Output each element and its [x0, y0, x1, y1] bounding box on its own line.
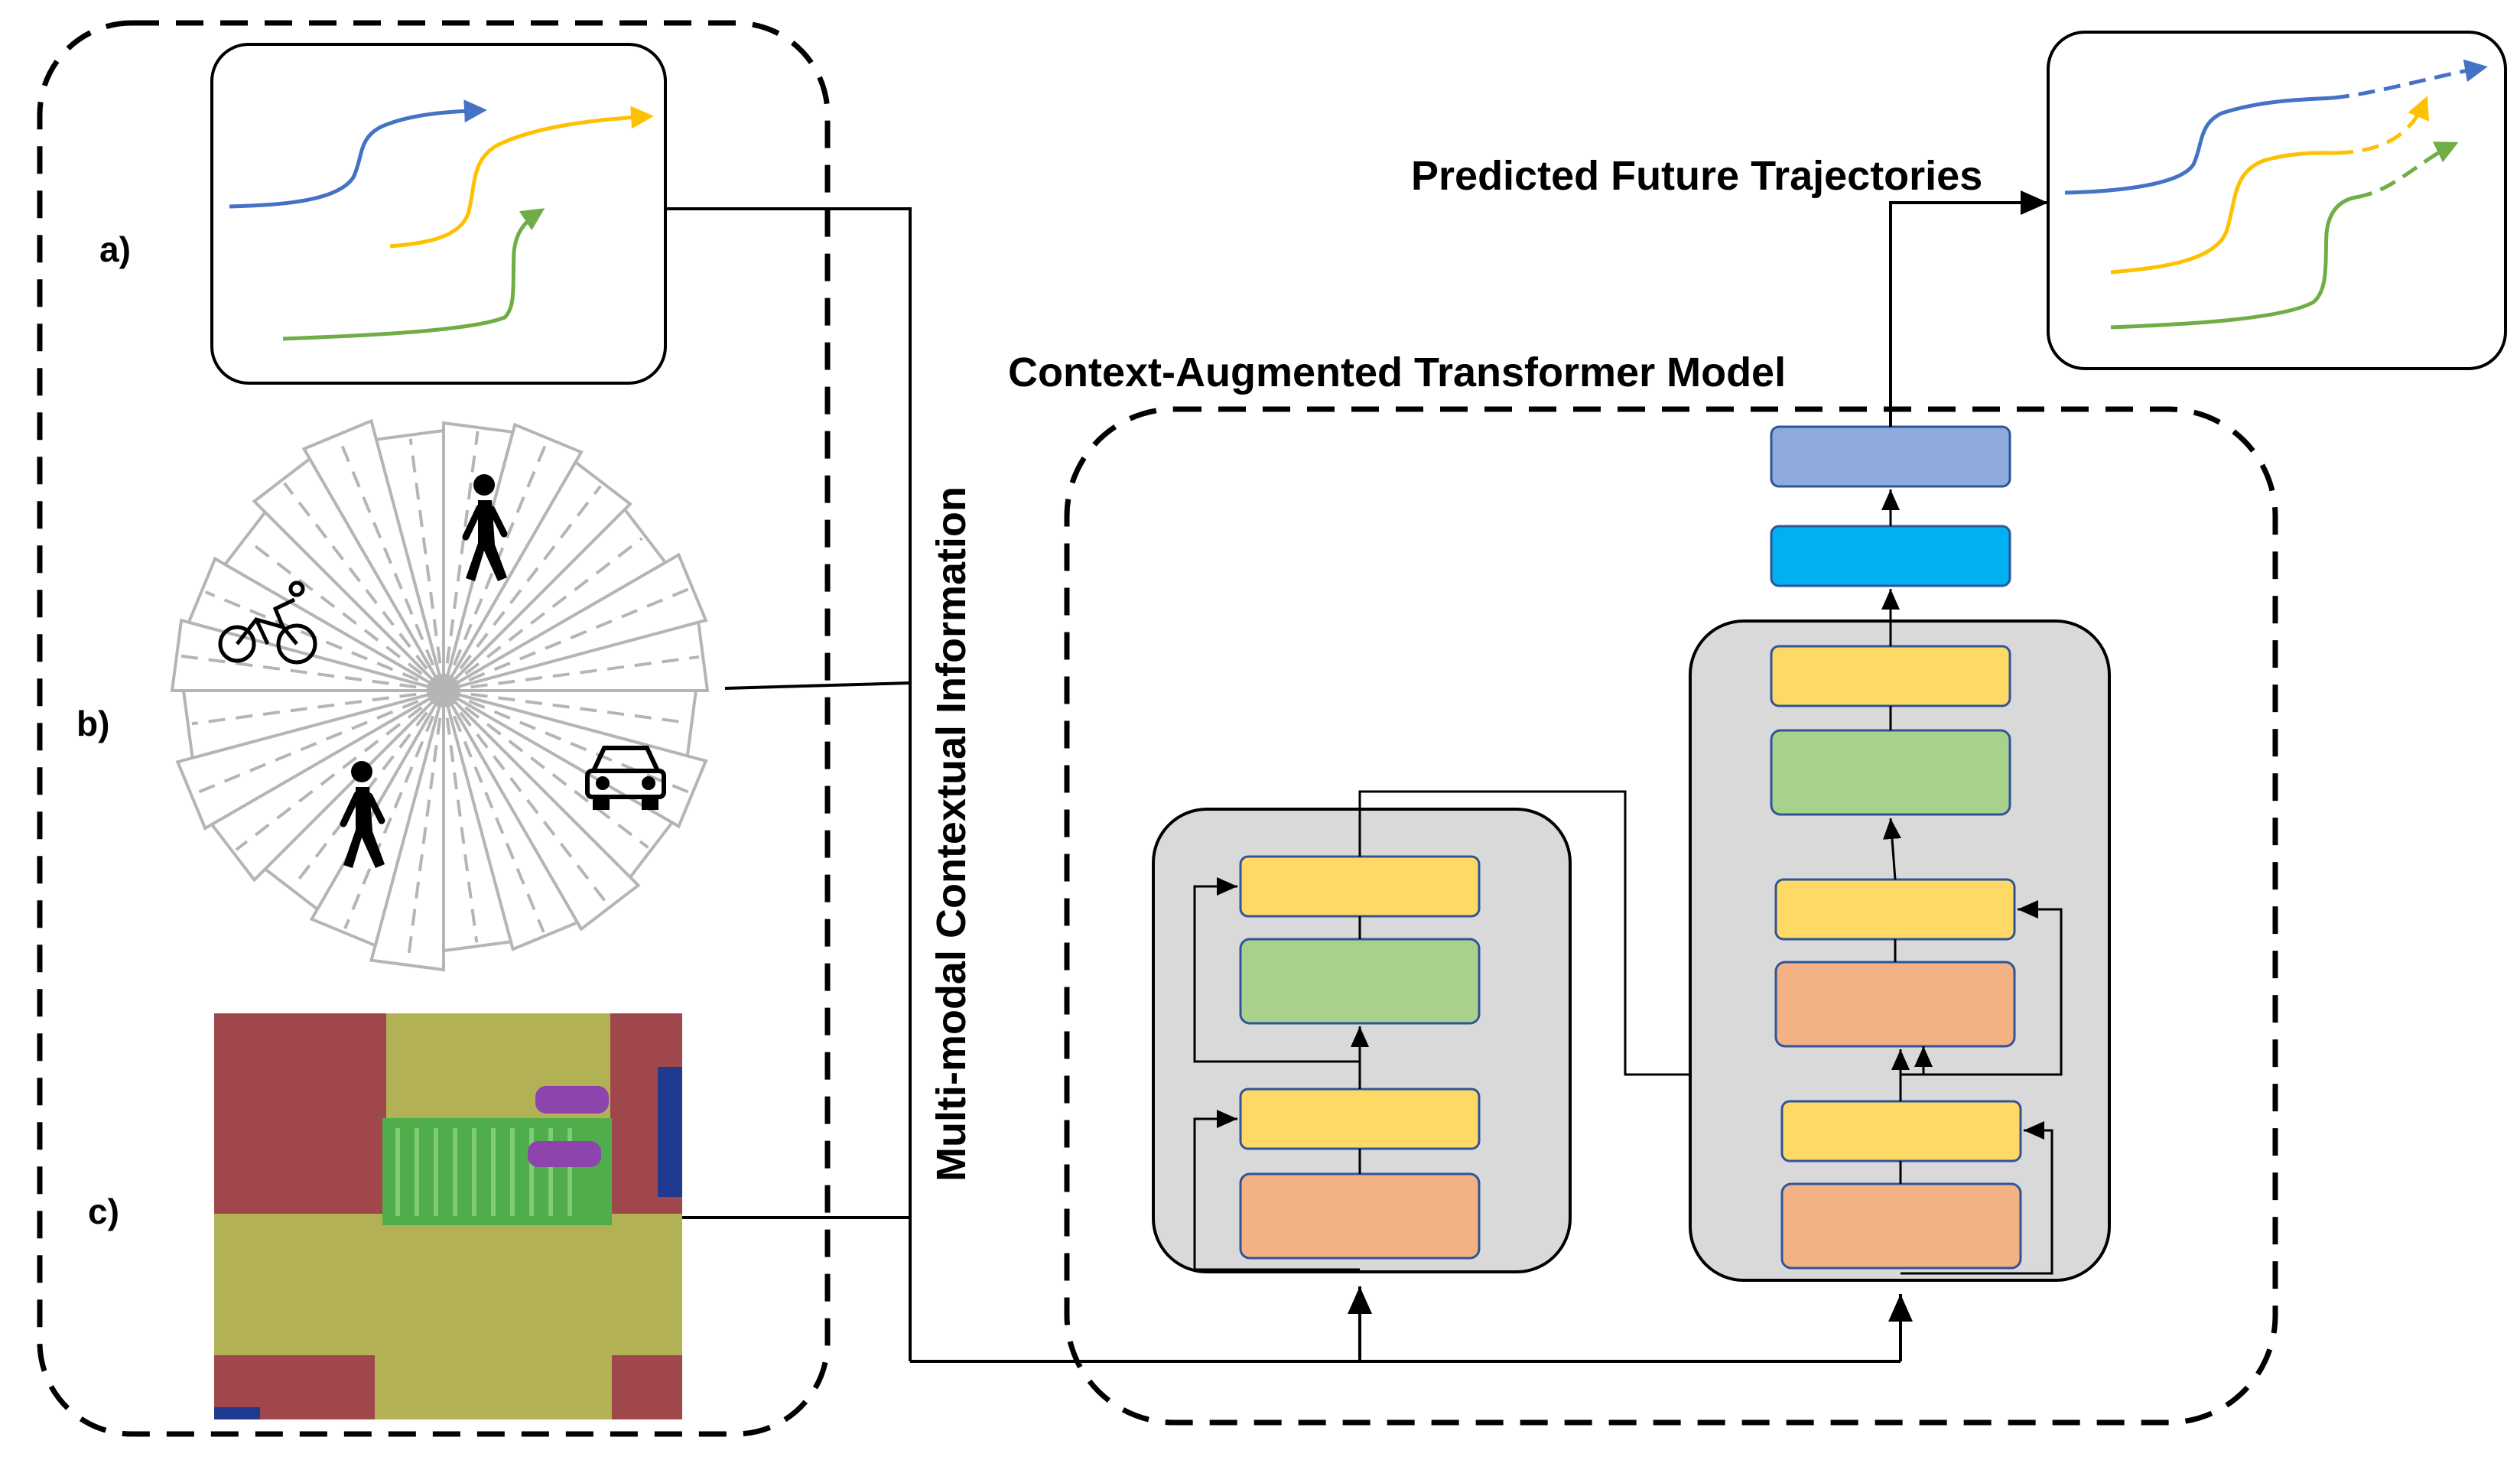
semantic-map: [214, 1013, 682, 1419]
decoder-stack: [1689, 619, 2111, 1282]
polar-divider: [442, 690, 545, 933]
decoder-cross-attention: [1774, 961, 2016, 1048]
polar-divider: [180, 654, 444, 692]
predicted-panel: [2047, 31, 2507, 370]
output-arrow: [1889, 190, 2048, 427]
label-a: a): [99, 229, 131, 269]
car-icon: [585, 746, 666, 810]
polar-divider: [443, 689, 690, 794]
trajectory-green: [282, 208, 545, 341]
label-b: b): [76, 704, 109, 743]
model-container: [1064, 406, 2278, 1426]
polar-divider: [194, 689, 444, 795]
trajectory-blue: [229, 99, 487, 209]
polar-divider: [283, 482, 445, 692]
polar-divider: [337, 437, 445, 691]
decoder-self-attention: [1780, 1182, 2022, 1270]
trajectory-yellow: [389, 106, 654, 249]
encoder-feed-forward: [1239, 938, 1481, 1025]
polar-divider: [191, 689, 444, 726]
pedestrian-icon: [462, 474, 508, 581]
encoder-add-norm-bottom: [1239, 1088, 1481, 1150]
decoder-add-norm-top: [1770, 645, 2011, 707]
output-projection: [1770, 425, 2011, 488]
polar-divider: [442, 690, 479, 943]
polar-divider: [442, 441, 548, 691]
polar-divider: [406, 690, 445, 962]
decoder-add-norm-bottom: [1780, 1100, 2022, 1162]
predicted-label: Predicted Future Trajectories: [1411, 153, 1982, 199]
predicted-trajectory-green: [2110, 195, 2356, 330]
polar-sector: [443, 620, 710, 692]
encoder-stack: [1152, 790, 1898, 1273]
multimodal-label: Multi-modal Contextual Information: [928, 486, 974, 1182]
polar-occupancy-grid: [170, 418, 710, 972]
polar-divider: [204, 590, 444, 692]
polar-divider: [442, 689, 609, 906]
output-head: [1770, 190, 2048, 646]
decoder-add-norm-mid: [1774, 878, 2016, 941]
polar-divider: [442, 689, 649, 849]
polar-divider: [343, 690, 445, 930]
encoder-add-norm-top: [1239, 855, 1481, 918]
polar-divider: [442, 537, 643, 692]
polar-divider: [443, 689, 688, 724]
trajectory-panel: [210, 43, 667, 385]
polar-divider: [443, 587, 690, 692]
polar-divider: [443, 655, 700, 692]
car-marker: [528, 1141, 601, 1167]
encoder-attention: [1239, 1172, 1481, 1260]
polar-divider: [247, 539, 445, 692]
input-container: [37, 20, 831, 1437]
polar-divider: [408, 438, 445, 691]
output-linear: [1770, 525, 2011, 587]
model-title: Context-Augmented Transformer Model: [1008, 350, 1786, 395]
predicted-trajectory-yellow: [2110, 151, 2337, 275]
predicted-trajectory-blue: [2064, 96, 2333, 195]
cyclist-icon: [218, 580, 317, 665]
pedestrian-icon: [340, 761, 385, 868]
decoder-feed-forward: [1770, 729, 2011, 816]
car-marker: [535, 1086, 609, 1114]
label-c: c): [88, 1192, 119, 1231]
polar-divider: [442, 485, 602, 692]
polar-divider: [235, 689, 445, 851]
polar-divider: [442, 431, 480, 691]
